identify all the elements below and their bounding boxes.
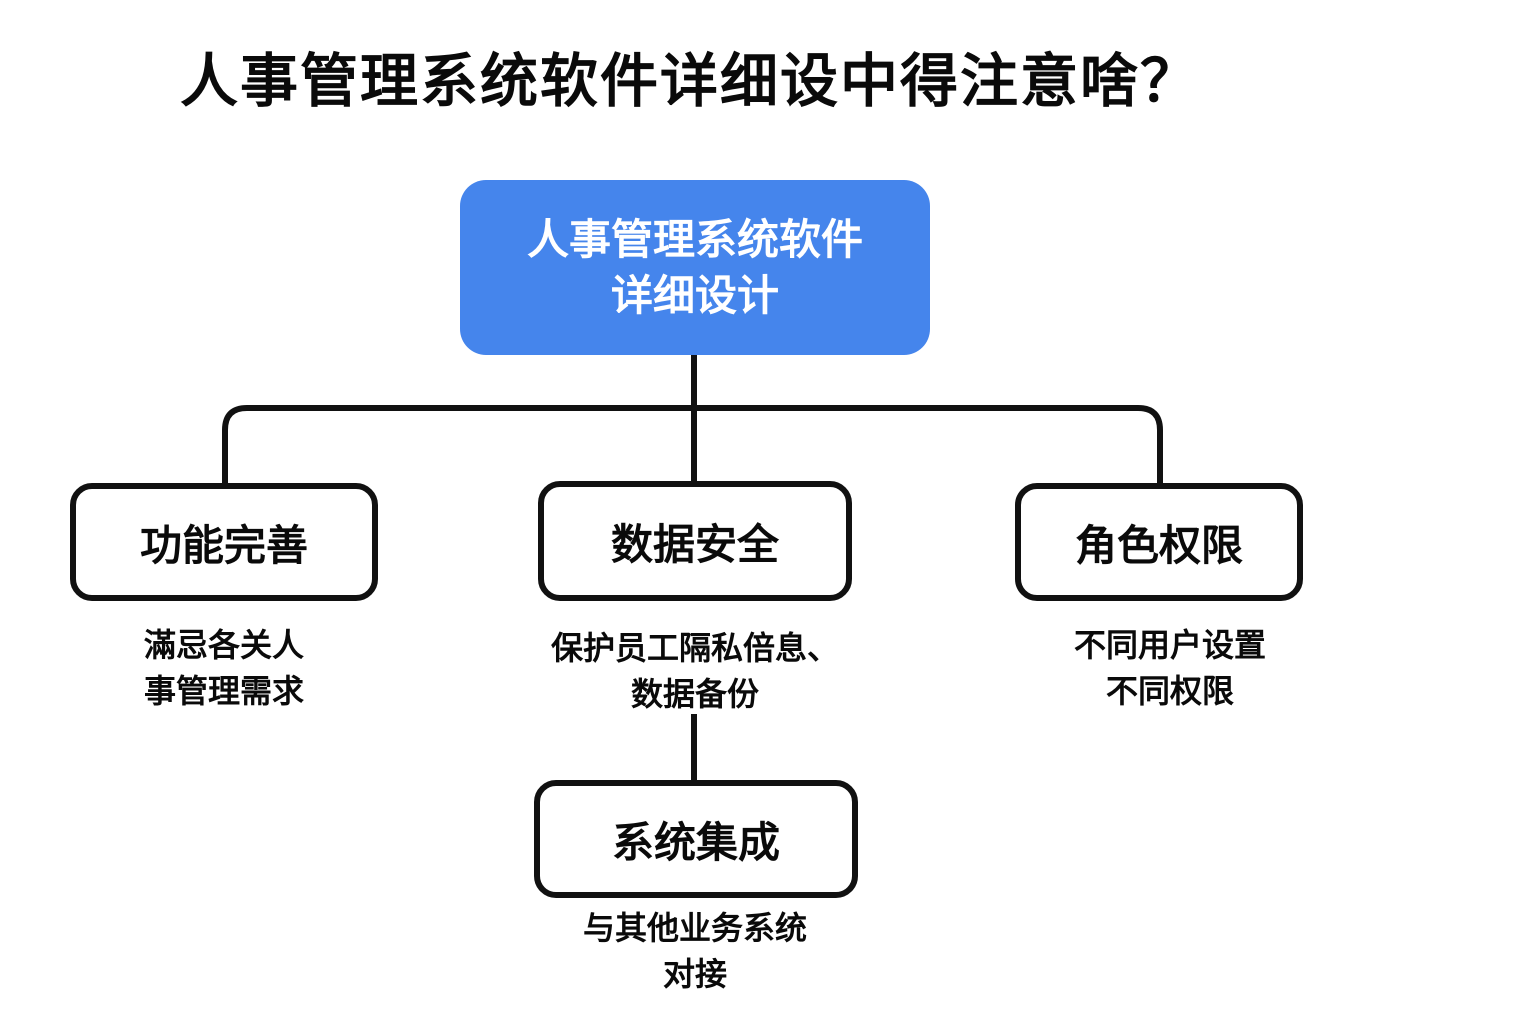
desc-role-permissions: 不同用户设置 不同权限 [1010, 622, 1330, 714]
desc-system-integration-line2: 对接 [662, 956, 727, 992]
desc-system-integration: 与其他业务系统 对接 [505, 905, 885, 997]
desc-function-line1: 滿忌各关人 [143, 627, 304, 663]
desc-data-security: 保护员工隔私倍息、 数据备份 [505, 625, 885, 717]
node-data-security: 数据安全 [538, 481, 852, 601]
desc-function-completeness: 滿忌各关人 事管理需求 [54, 622, 394, 714]
root-node-label-line1: 人事管理系统软件 [526, 215, 863, 263]
page-title: 人事管理系统软件详细设中得注意啥？ [179, 49, 1200, 114]
node-system-integration: 系统集成 [534, 780, 858, 898]
root-node: 人事管理系统软件 详细设计 [460, 180, 930, 355]
desc-data-security-line1: 保护员工隔私倍息、 [550, 630, 839, 666]
root-node-label-line2: 详细设计 [610, 271, 779, 319]
node-system-integration-label: 系统集成 [611, 818, 780, 866]
node-function-label: 功能完善 [139, 521, 308, 569]
node-role-permissions: 角色权限 [1015, 483, 1303, 601]
node-role-permissions-label: 角色权限 [1074, 521, 1243, 569]
desc-role-permissions-line1: 不同用户设置 [1073, 627, 1266, 663]
node-data-security-label: 数据安全 [610, 520, 779, 568]
desc-data-security-line2: 数据备份 [630, 676, 759, 712]
desc-system-integration-line1: 与其他业务系统 [582, 910, 807, 946]
node-function-completeness: 功能完善 [70, 483, 378, 601]
connector-branch-bar [222, 405, 1163, 483]
desc-role-permissions-line2: 不同权限 [1105, 673, 1234, 709]
desc-function-line2: 事管理需求 [143, 673, 304, 709]
